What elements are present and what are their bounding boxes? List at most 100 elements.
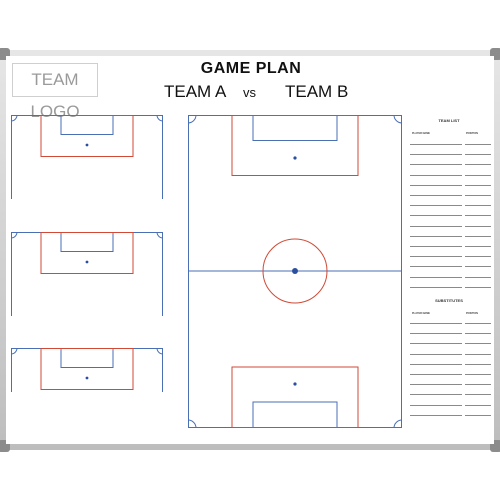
team-list-position-line <box>465 235 491 237</box>
frame-corner-bottom-right <box>490 440 500 452</box>
main-pitch <box>187 114 403 429</box>
team-list-name-line <box>410 205 462 207</box>
frame-corner-bottom-left <box>0 440 10 452</box>
substitutes-name-line <box>410 323 462 324</box>
team-list-position-line <box>465 225 491 227</box>
substitutes-name-line <box>410 353 462 355</box>
substitutes-name-line <box>410 394 462 396</box>
team-list-name-line <box>410 195 462 196</box>
team-list-position-line <box>465 144 491 145</box>
mini-pitch-2-corner-left <box>10 231 18 239</box>
team-list-name-line <box>410 144 462 145</box>
mini-pitch-1-penalty-spot <box>85 143 89 147</box>
team-list-name-line <box>410 215 462 217</box>
substitutes-name-line <box>410 374 462 375</box>
mini-pitch-3-corner-right <box>156 347 164 355</box>
team-list-position-line <box>465 215 491 217</box>
substitutes-name-line <box>410 333 462 335</box>
team-list-player-header: PLAYER NAME <box>412 132 430 135</box>
mini-pitch-1-penalty-area <box>40 115 134 157</box>
substitutes-position-line <box>465 353 491 355</box>
frame-corner-top-right <box>490 48 500 60</box>
frame-corner-top-left <box>0 48 10 60</box>
team-list-name-line <box>410 164 462 166</box>
mini-pitch-2-penalty-spot <box>85 260 89 264</box>
team-list-name-line <box>410 286 462 288</box>
team-list-name-line <box>410 256 462 258</box>
center-circle <box>262 238 328 304</box>
mini-pitch-3 <box>10 347 164 392</box>
substitutes-name-line <box>410 363 462 365</box>
bottom-goal-area <box>252 401 338 428</box>
whiteboard-surface: TEAM LOGO GAME PLAN TEAM A vs TEAM B <box>6 56 494 444</box>
center-spot <box>292 268 298 274</box>
mini-pitch-3-penalty-area <box>40 348 134 390</box>
substitutes-player-header: PLAYER NAME <box>412 312 430 315</box>
mini-pitch-2-corner-right <box>156 231 164 239</box>
mini-pitch-2 <box>10 231 164 316</box>
team-list-position-line <box>465 246 491 247</box>
substitutes-position-line <box>465 323 491 324</box>
team-list-name-line <box>410 246 462 247</box>
team-list-name-line <box>410 235 462 237</box>
substitutes-name-line <box>410 404 462 406</box>
vs-label: vs <box>243 85 256 100</box>
whiteboard-frame: TEAM LOGO GAME PLAN TEAM A vs TEAM B <box>0 48 500 452</box>
team-list-position-line <box>465 256 491 258</box>
team-list-position-line <box>465 266 491 268</box>
substitutes-title: SUBSTITUTES <box>435 298 463 303</box>
substitutes-position-line <box>465 414 491 416</box>
substitutes-position-line <box>465 384 491 386</box>
team-list-name-line <box>410 174 462 176</box>
team-list-position-line <box>465 286 491 288</box>
corner-arc-bl <box>187 419 197 429</box>
top-penalty-area <box>231 115 359 176</box>
substitutes-position-line <box>465 394 491 396</box>
mini-pitch-3-corner-left <box>10 347 18 355</box>
team-list-name-line <box>410 184 462 186</box>
corner-arc-br <box>393 419 403 429</box>
substitutes-position-line <box>465 343 491 345</box>
team-list-position-line <box>465 154 491 156</box>
mini-pitch-1-goal-area <box>60 115 114 135</box>
substitutes-position-line <box>465 374 491 375</box>
mini-pitch-1-corner-left <box>10 114 18 122</box>
mini-pitch-3-goal-area <box>60 348 114 368</box>
mini-pitch-2-outline <box>11 232 163 316</box>
bottom-penalty-area <box>231 366 359 428</box>
team-b-label: TEAM B <box>285 82 349 101</box>
team-logo-placeholder: TEAM LOGO <box>12 63 98 121</box>
substitutes-position-header: POSITION <box>466 312 478 315</box>
mini-pitch-2-goal-area <box>60 232 114 252</box>
team-a-label: TEAM A <box>164 82 227 101</box>
top-goal-area <box>252 115 338 141</box>
substitutes-name-line <box>410 414 462 416</box>
substitutes-position-line <box>465 333 491 335</box>
mini-pitch-1-corner-right <box>156 114 164 122</box>
substitutes-name-line <box>410 384 462 386</box>
mini-pitch-3-outline <box>11 348 163 392</box>
page-title: GAME PLAN <box>200 60 302 77</box>
team-list-name-line <box>410 276 462 278</box>
mini-pitch-2-penalty-area <box>40 232 134 274</box>
team-list-name-line <box>410 225 462 227</box>
corner-arc-tr <box>393 114 403 124</box>
corner-arc-tl <box>187 114 197 124</box>
team-list-position-header: POSITION <box>466 132 478 135</box>
team-list-position-line <box>465 164 491 166</box>
team-list-position-line <box>465 184 491 186</box>
substitutes-position-line <box>465 363 491 365</box>
team-list-name-line <box>410 266 462 268</box>
mini-pitch-1-outline <box>11 115 163 199</box>
substitutes-name-line <box>410 343 462 345</box>
team-list-position-line <box>465 174 491 176</box>
team-list-position-line <box>465 276 491 278</box>
team-list-name-line <box>410 154 462 156</box>
team-list-position-line <box>465 195 491 196</box>
top-penalty-spot <box>293 156 297 160</box>
substitutes-position-line <box>465 404 491 406</box>
bottom-penalty-spot <box>293 382 297 386</box>
mini-pitch-3-penalty-spot <box>85 376 89 380</box>
team-list-position-line <box>465 205 491 207</box>
mini-pitch-1 <box>10 114 164 199</box>
